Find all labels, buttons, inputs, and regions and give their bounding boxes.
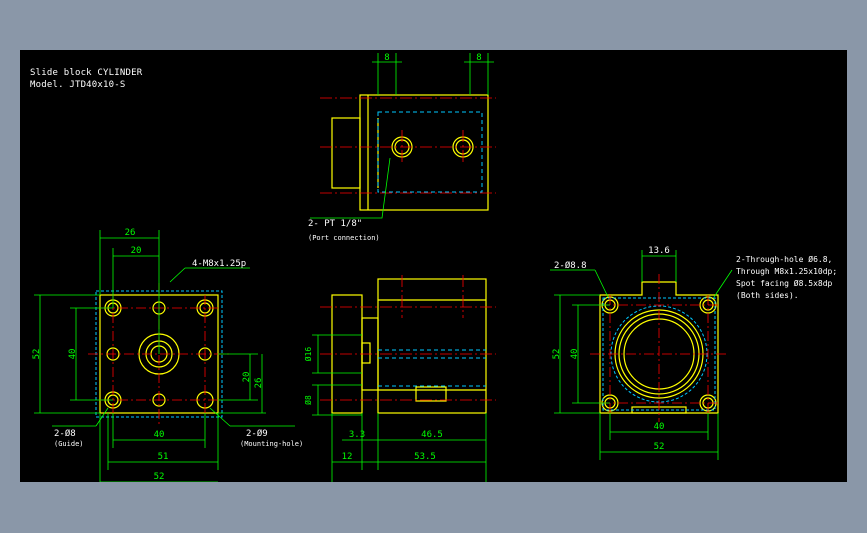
dim-3-3: 3.3 — [349, 430, 365, 440]
rear-dim-40-horizontal: 40 — [654, 422, 665, 432]
through-hole-note-3: Spot facing Ø8.5x8dp — [736, 278, 833, 288]
dim-52-vertical: 52 — [32, 349, 42, 360]
thread-label: 4-M8x1.25p — [192, 259, 246, 269]
rear-dim-40-vertical: 40 — [570, 349, 580, 360]
rear-view-centerlines — [590, 274, 728, 422]
mounting-hole-label: 2-Ø9 — [246, 428, 268, 439]
dim-8-left: 8 — [384, 53, 389, 63]
through-hole-note-4: (Both sides). — [736, 291, 799, 300]
port-note: (Port connection) — [308, 234, 380, 242]
top-view-hidden — [377, 111, 483, 193]
dim-dia-16: Ø16 — [303, 347, 313, 362]
rear-hole-label: 2-Ø8.8 — [554, 260, 587, 271]
cad-drawing: 8 8 2- PT 1/8" (Port connection) — [32, 53, 837, 482]
through-hole-note-2: Through M8x1.25x10dp; — [736, 267, 837, 276]
dim-53-5: 53.5 — [414, 452, 436, 462]
rear-dim-52-vertical: 52 — [552, 349, 562, 360]
dim-46-5: 46.5 — [421, 430, 443, 440]
through-hole-note-1: 2-Through-hole Ø6.8, — [736, 254, 832, 264]
dim-26-vertical: 26 — [254, 378, 264, 389]
dim-40-horizontal: 40 — [154, 430, 165, 440]
side-view: Ø16 Ø8 3.3 46.5 12 53.5 — [303, 275, 496, 482]
mounting-hole-note: (Mounting-hole) — [240, 440, 303, 448]
side-view-outline — [331, 278, 487, 414]
dim-52-horizontal: 52 — [154, 472, 165, 482]
top-view: 8 8 2- PT 1/8" (Port connection) — [308, 53, 496, 242]
rear-view: 2-Ø8.8 13.6 2-Through-hole Ø6.8, Through… — [550, 246, 837, 460]
dim-20-vertical: 20 — [242, 372, 252, 383]
dim-13-6: 13.6 — [648, 246, 670, 256]
dim-26-top: 26 — [125, 228, 136, 238]
top-view-dims — [310, 53, 494, 219]
front-view-dims — [34, 230, 295, 482]
dim-12: 12 — [342, 452, 353, 462]
guide-note: (Guide) — [54, 440, 84, 448]
dim-8-right: 8 — [476, 53, 481, 63]
rear-view-dims — [550, 250, 733, 460]
dim-40-vertical: 40 — [68, 349, 78, 360]
side-view-hidden — [378, 349, 486, 387]
dim-51-horizontal: 51 — [158, 452, 169, 462]
drawing-title: Slide block CYLINDER — [30, 68, 143, 78]
front-view: 26 20 4-M8x1.25p 52 40 20 26 2-Ø8 (Guide… — [32, 228, 303, 482]
model-label: Model. JTD40x10-S — [30, 80, 126, 90]
side-view-centerlines — [320, 275, 496, 401]
top-view-centerlines — [320, 97, 496, 194]
dim-20-top: 20 — [131, 246, 142, 256]
dim-dia-8: Ø8 — [303, 395, 313, 405]
port-label: 2- PT 1/8" — [308, 219, 362, 229]
guide-label: 2-Ø8 — [54, 428, 76, 439]
rear-dim-52-horizontal: 52 — [654, 442, 665, 452]
side-view-dims — [312, 334, 487, 482]
drawing-canvas: Slide block CYLINDER Model. JTD40x10-S — [20, 50, 847, 482]
